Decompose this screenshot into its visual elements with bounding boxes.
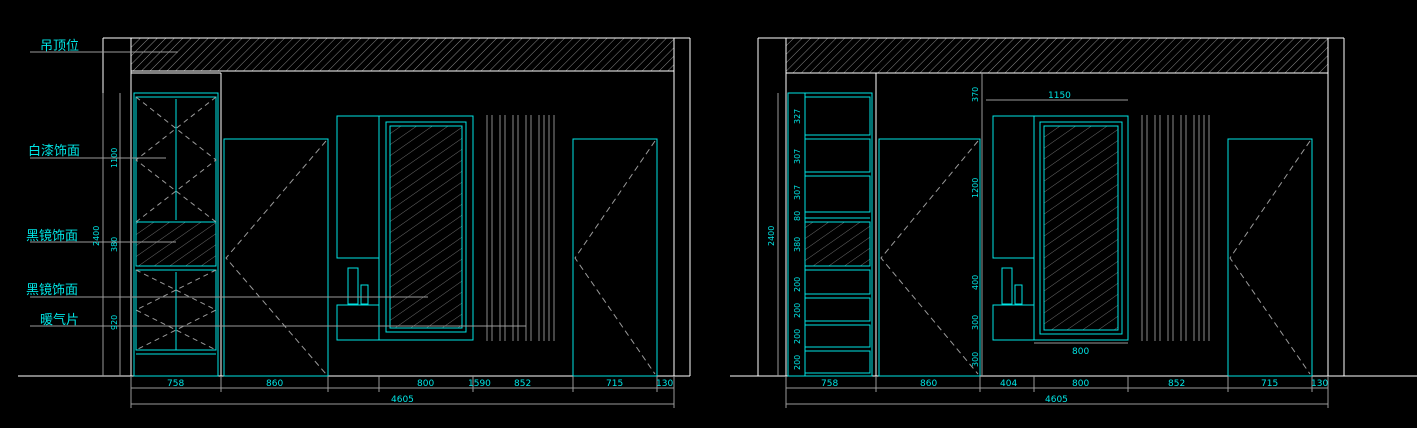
dim-left-380: 380 xyxy=(110,237,119,252)
dim-right-2400: 2400 xyxy=(767,226,776,246)
dim-left-130: 130 xyxy=(656,379,673,389)
right-mirror-cabinet xyxy=(992,115,1129,341)
dim-left-852: 852 xyxy=(514,379,531,389)
dim-left-860: 860 xyxy=(266,379,283,389)
left-dimension-lines xyxy=(102,93,675,408)
right-shelf-dims: 2400 327 307 307 80 380 200 200 200 200 xyxy=(767,109,802,370)
dim-mirror-1150: 1150 xyxy=(1048,91,1071,101)
dim-shelf-307a: 307 xyxy=(793,149,802,164)
dim-right-total: 4605 xyxy=(1045,395,1068,405)
dim-shelf-200b: 200 xyxy=(793,303,802,318)
right-mirror-dims: 370 1200 400 300 300 1150 800 xyxy=(971,87,1089,367)
left-horizontal-dims: 758 860 800 1590 852 715 130 4605 xyxy=(167,379,673,405)
right-horizontal-dims: 758 860 404 800 852 715 130 4605 xyxy=(821,379,1328,405)
dim-right-758: 758 xyxy=(821,379,838,389)
dim-shelf-380: 380 xyxy=(793,237,802,252)
left-elevation xyxy=(18,37,691,408)
dim-right-130: 130 xyxy=(1311,379,1328,389)
dim-mirror-800-bottom: 800 xyxy=(1072,347,1089,357)
left-door-1 xyxy=(223,138,329,377)
dim-mirror-370: 370 xyxy=(971,87,980,102)
left-mirror-cabinet xyxy=(336,115,474,341)
dim-shelf-200d: 200 xyxy=(793,355,802,370)
dim-shelf-200c: 200 xyxy=(793,329,802,344)
right-radiator xyxy=(1141,115,1210,341)
dim-right-860: 860 xyxy=(920,379,937,389)
dim-mirror-1200: 1200 xyxy=(971,178,980,198)
dim-right-715: 715 xyxy=(1261,379,1278,389)
dim-left-2400: 2400 xyxy=(92,226,101,246)
right-elevation xyxy=(730,37,1417,408)
right-door-1 xyxy=(878,138,981,377)
dim-shelf-327: 327 xyxy=(793,109,802,124)
label-black-mirror-1: 黑镜饰面 xyxy=(26,229,78,244)
left-annotation-labels: 吊顶位 白漆饰面 黑镜饰面 黑镜饰面 暖气片 xyxy=(26,39,80,328)
dim-right-800: 800 xyxy=(1072,379,1089,389)
label-radiator: 暖气片 xyxy=(40,312,79,328)
label-ceiling: 吊顶位 xyxy=(40,39,79,54)
dim-left-758: 758 xyxy=(167,379,184,389)
dim-left-1590: 1590 xyxy=(468,379,491,389)
left-tall-cabinet xyxy=(133,92,219,377)
right-ceiling-hatch xyxy=(785,37,1329,74)
dim-right-852: 852 xyxy=(1168,379,1185,389)
dim-left-715: 715 xyxy=(606,379,623,389)
label-white-paint: 白漆饰面 xyxy=(28,143,80,159)
dim-mirror-400: 400 xyxy=(971,275,980,290)
label-black-mirror-2: 黑镜饰面 xyxy=(26,283,78,298)
right-door-2 xyxy=(1227,138,1313,377)
right-dimension-lines xyxy=(777,73,1329,408)
left-radiator xyxy=(486,115,555,341)
left-ceiling-hatch xyxy=(130,37,675,72)
dim-shelf-307b: 307 xyxy=(793,185,802,200)
left-door-2 xyxy=(572,138,658,377)
left-vertical-dims: 2400 1100 380 920 xyxy=(92,148,119,330)
dim-left-800: 800 xyxy=(417,379,434,389)
dim-mirror-300a: 300 xyxy=(971,315,980,330)
dim-left-1100: 1100 xyxy=(110,148,119,168)
right-shelf-unit xyxy=(787,92,873,377)
dim-shelf-80: 80 xyxy=(793,211,802,221)
dim-mirror-300b: 300 xyxy=(971,352,980,367)
dim-left-920: 920 xyxy=(110,315,119,330)
dim-left-total: 4605 xyxy=(391,395,414,405)
left-leader-lines xyxy=(30,51,526,327)
dim-shelf-200a: 200 xyxy=(793,277,802,292)
left-cabinet-door-swing xyxy=(134,96,218,351)
dim-right-404: 404 xyxy=(1000,379,1017,389)
